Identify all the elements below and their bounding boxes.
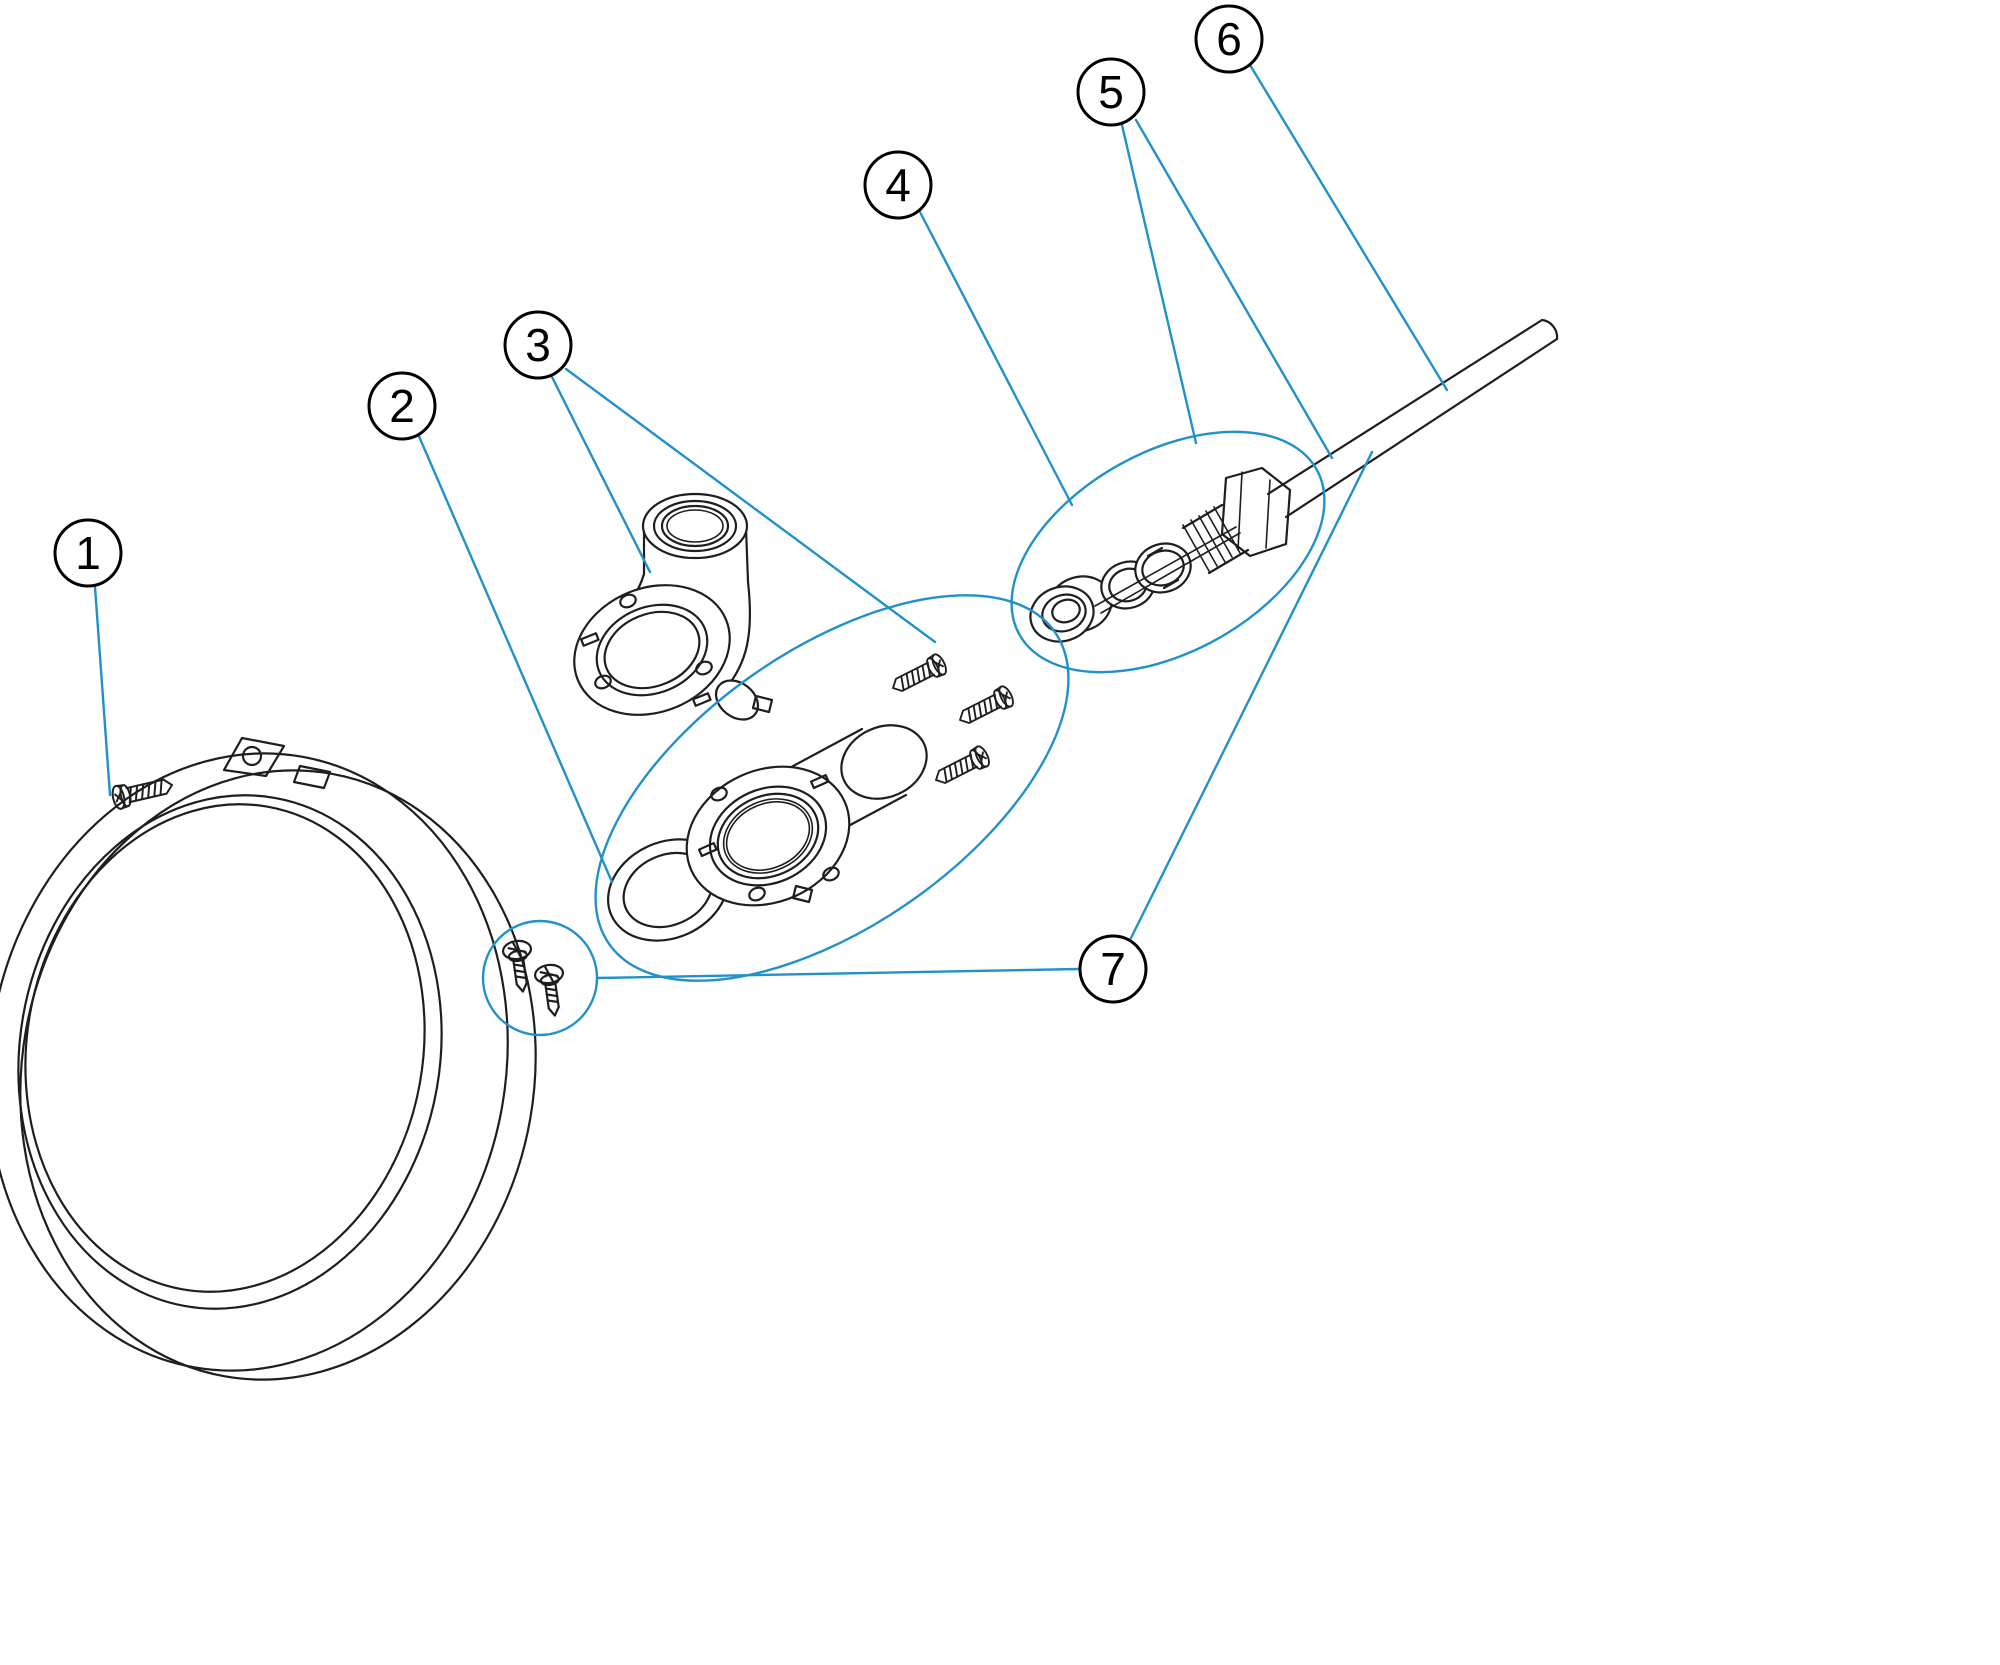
tube-end xyxy=(1540,318,1559,341)
callout-5: 5 xyxy=(1076,57,1146,127)
bezel-tab-hole xyxy=(241,745,263,767)
small-screw-2 xyxy=(532,962,570,1019)
mounting-screw-3 xyxy=(930,743,993,791)
callout-7: 7 xyxy=(1078,934,1148,1004)
callout-3: 3 xyxy=(503,310,573,380)
leader-line-7a xyxy=(595,967,1081,980)
leader-line-1 xyxy=(93,585,112,797)
leader-line-2 xyxy=(416,432,614,884)
mounting-screw-2 xyxy=(954,683,1017,731)
gland-hex-nut xyxy=(1220,466,1292,558)
niche-housing xyxy=(685,724,928,907)
elbow-flange-slot xyxy=(691,692,712,707)
elbow-flange-hole xyxy=(619,593,637,609)
cable-gland-assembly xyxy=(1029,466,1292,643)
housing-flange-hole xyxy=(748,886,766,902)
housing-flange-slot xyxy=(809,773,830,790)
callout-1-number: 1 xyxy=(75,527,101,579)
gland-threads xyxy=(1182,506,1241,572)
callout-1-circle xyxy=(53,518,123,588)
callout-6-number: 6 xyxy=(1216,13,1242,65)
bezel-clip xyxy=(292,764,332,790)
washer-slots xyxy=(1146,546,1180,590)
callout-4-circle xyxy=(863,150,933,220)
group-ellipse-housing xyxy=(594,594,1070,982)
leader-line-5b xyxy=(1134,118,1334,460)
leader-line-6 xyxy=(1248,63,1449,392)
callout-3-circle xyxy=(503,310,573,380)
callout-6-circle xyxy=(1194,4,1264,74)
mounting-screw-1 xyxy=(887,651,950,699)
leader-line-5a xyxy=(1120,123,1198,445)
leader-lines xyxy=(93,63,1449,980)
cap-nut xyxy=(1029,585,1095,643)
bezel-opening xyxy=(24,803,426,1293)
bezel-tab xyxy=(222,736,286,778)
callout-2-circle xyxy=(367,371,437,441)
housing-flange-tab xyxy=(791,884,814,904)
housing-flange-slot xyxy=(697,841,718,858)
grouping-ellipses xyxy=(481,430,1326,1037)
bezel-outer-rim-back xyxy=(19,769,537,1381)
elbow-fitting xyxy=(573,492,774,721)
housing-flange-hole xyxy=(710,786,728,802)
elbow-flange-hole xyxy=(695,660,713,676)
callout-4: 4 xyxy=(863,150,933,220)
callout-7-number: 7 xyxy=(1100,943,1126,995)
callouts: 1 2 3 4 5 6 7 xyxy=(53,4,1264,1004)
leader-line-4 xyxy=(918,210,1074,507)
leader-line-7b xyxy=(1129,450,1374,940)
cap-nut-hole xyxy=(1051,598,1081,624)
callout-7-circle xyxy=(1078,934,1148,1004)
housing-cylinder-end xyxy=(840,724,928,800)
callout-2: 2 xyxy=(367,371,437,441)
callout-6: 6 xyxy=(1194,4,1264,74)
bezel-ring xyxy=(0,736,537,1381)
housing-flange-hole xyxy=(822,866,840,882)
callout-4-number: 4 xyxy=(885,159,911,211)
callout-3-number: 3 xyxy=(525,319,551,371)
bezel-inner-rim xyxy=(17,794,443,1310)
elbow-flange xyxy=(573,584,731,716)
elbow-outlet xyxy=(714,679,760,721)
elbow-flange-slot xyxy=(579,632,600,647)
leader-line-3b xyxy=(564,367,937,644)
group-circle-screws xyxy=(481,919,599,1037)
hex-facets xyxy=(1237,471,1271,551)
callout-5-circle xyxy=(1076,57,1146,127)
callout-2-number: 2 xyxy=(389,380,415,432)
cable-tube xyxy=(1266,318,1559,519)
group-ellipse-gland xyxy=(1010,430,1326,674)
callout-1: 1 xyxy=(53,518,123,588)
bezel-outer-rim xyxy=(0,752,509,1372)
housing-flange xyxy=(685,765,851,907)
elbow-top-opening xyxy=(641,492,749,560)
elbow-neck xyxy=(642,526,750,584)
elbow-flange-hole xyxy=(594,674,612,690)
callout-5-number: 5 xyxy=(1098,66,1124,118)
housing-threads xyxy=(722,798,814,874)
small-screws xyxy=(500,938,570,1019)
elbow-threads xyxy=(666,509,724,543)
elbow-outlet-tab xyxy=(751,694,774,714)
leader-line-3a xyxy=(550,375,652,574)
